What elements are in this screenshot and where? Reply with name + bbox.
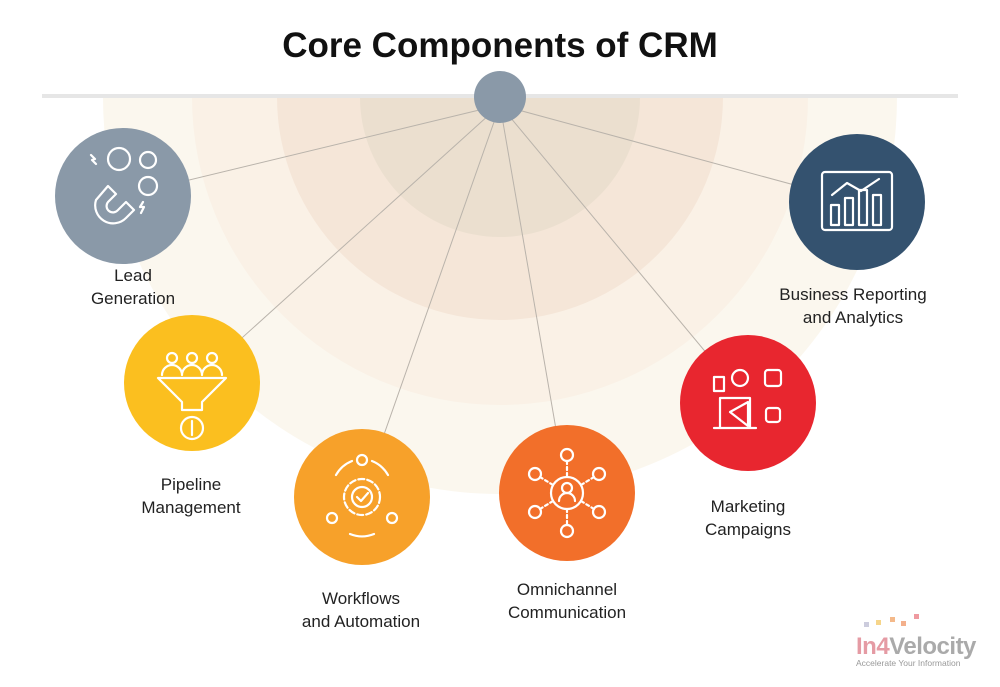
logo-name-a: In4 [856, 633, 890, 660]
megaphone-social-icon [680, 335, 816, 471]
label-line: Management [141, 498, 241, 517]
network-hub-icon [499, 425, 635, 561]
label-line: Generation [90, 289, 176, 308]
gear-cycle-icon [294, 429, 430, 565]
label-line: and Analytics [802, 308, 904, 327]
label-line: Lead [114, 266, 152, 285]
logo-squares [864, 614, 919, 627]
logo-tagline: Accelerate Your Information [856, 658, 961, 668]
funnel-dollar-icon [124, 315, 260, 451]
label-line: Workflows [321, 589, 401, 608]
magnet-users-icon [55, 128, 191, 264]
bar-chart-icon [789, 134, 925, 270]
label-line: Business Reporting [779, 285, 927, 304]
label-line: Marketing [710, 497, 786, 516]
label-line: and Automation [301, 612, 421, 631]
label-line: Pipeline [160, 475, 222, 494]
page-title: Core Components of CRM [282, 26, 718, 65]
label-line: Campaigns [705, 520, 791, 539]
label-line: Communication [507, 603, 627, 622]
label-line: Omnichannel [516, 580, 618, 599]
logo-name-b: Velocity [889, 633, 976, 660]
label-business-reporting: Business Reporting and Analytics [753, 283, 953, 329]
label-workflows-automation: Workflows and Automation [261, 587, 461, 633]
brand-logo: In4Velocity Accelerate Your Information [856, 612, 976, 668]
hub-node [474, 71, 526, 123]
